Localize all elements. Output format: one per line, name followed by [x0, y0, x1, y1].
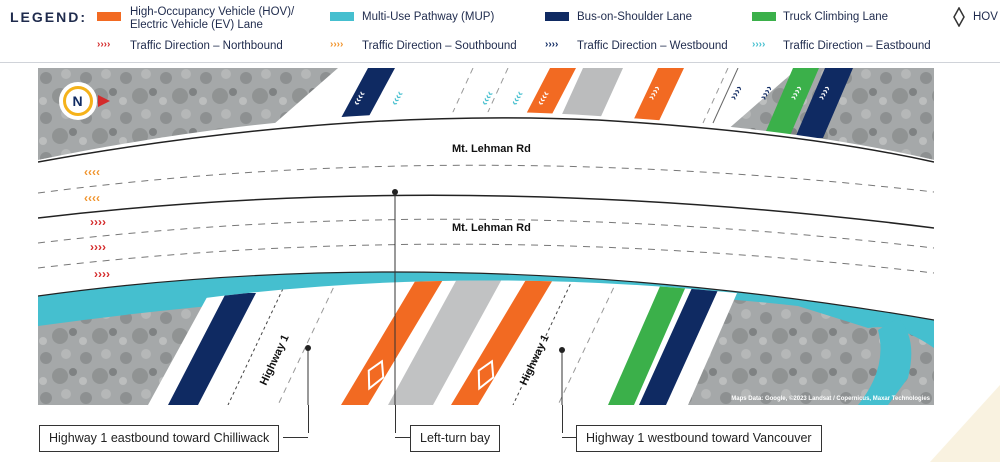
- legend-southbound-label: Traffic Direction – Southbound: [362, 40, 517, 52]
- legend-hov-ev-label: High-Occupancy Vehicle (HOV)/ Electric V…: [130, 6, 295, 31]
- hov-diamond-icon-right: [477, 359, 495, 391]
- north-arrow-icon: [98, 95, 110, 107]
- bus-lane-lower-left: [168, 293, 256, 405]
- legend-truck-label: Truck Climbing Lane: [783, 11, 889, 23]
- eastbound-chevrons: ››››: [752, 39, 766, 50]
- map-drawing: ‹‹‹‹ ‹‹‹‹ ‹‹‹‹ ‹‹‹‹ ‹‹‹‹ ›››› ›››› ›››› …: [38, 68, 934, 405]
- legend-northbound-label: Traffic Direction – Northbound: [130, 40, 283, 52]
- callout-westbound: Highway 1 westbound toward Vancouver: [576, 425, 822, 452]
- diamond-icon: [953, 7, 965, 27]
- legend-bus-label: Bus-on-Shoulder Lane: [577, 11, 693, 23]
- corner-watermark: [930, 385, 1000, 462]
- leader-westbound: [562, 405, 563, 433]
- legend-westbound-label: Traffic Direction – Westbound: [577, 40, 728, 52]
- hov-lane-upper-right: [632, 68, 684, 123]
- lower-highway: [148, 280, 748, 405]
- sb-chevrons-1: ‹‹‹‹: [84, 165, 100, 179]
- sb-chevrons-2: ‹‹‹‹: [84, 191, 100, 205]
- legend-mup-label: Multi-Use Pathway (MUP): [362, 11, 495, 23]
- hov-diamond-icon-left: [367, 359, 385, 391]
- mt-lehman-overpass: [38, 115, 934, 321]
- legend: LEGEND: High-Occupancy Vehicle (HOV)/ El…: [0, 0, 1000, 62]
- road-label-upper: Mt. Lehman Rd: [452, 143, 531, 155]
- hov-ev-swatch: [97, 12, 121, 21]
- westbound-marker: [559, 347, 565, 353]
- hov-lane-upper-left: [524, 68, 576, 118]
- bus-lane-upper-left: [341, 68, 395, 118]
- northbound-chevrons: ››››: [97, 39, 111, 50]
- callout-eastbound: Highway 1 eastbound toward Chilliwack: [39, 425, 280, 452]
- aerial-map: ‹‹‹‹ ‹‹‹‹ ‹‹‹‹ ‹‹‹‹ ‹‹‹‹ ›››› ›››› ›››› …: [38, 68, 934, 405]
- mup-swatch: [330, 12, 354, 21]
- bus-shoulder-swatch: [545, 12, 569, 21]
- truck-lane-lower: [608, 280, 694, 405]
- left-turn-marker: [392, 189, 398, 195]
- compass: N: [59, 82, 110, 120]
- truck-lane-upper: [763, 68, 819, 138]
- legend-divider: [0, 62, 1000, 63]
- bus-lane-upper-right: [795, 68, 853, 138]
- legend-title: LEGEND:: [10, 9, 87, 25]
- nb-chevrons-1: ››››: [90, 215, 106, 229]
- leader-left-turn: [395, 405, 396, 433]
- eastbound-marker: [305, 345, 311, 351]
- leader-eastbound: [308, 405, 309, 433]
- bus-lane-lower-right: [639, 280, 728, 405]
- truck-climbing-swatch: [752, 12, 776, 21]
- westbound-chevrons: ››››: [545, 39, 559, 50]
- southbound-chevrons: ››››: [330, 39, 344, 50]
- road-label-lower: Mt. Lehman Rd: [452, 222, 531, 234]
- compass-letter: N: [73, 93, 83, 109]
- callout-left-turn: Left-turn bay: [410, 425, 501, 452]
- nb-chevrons-2: ››››: [90, 240, 106, 254]
- nb-chevrons-3: ››››: [94, 267, 110, 281]
- legend-hov-label: HOV: [973, 11, 998, 23]
- legend-eastbound-label: Traffic Direction – Eastbound: [783, 40, 931, 52]
- map-credit: Maps Data: Google, ©2023 Landsat / Coper…: [731, 396, 930, 402]
